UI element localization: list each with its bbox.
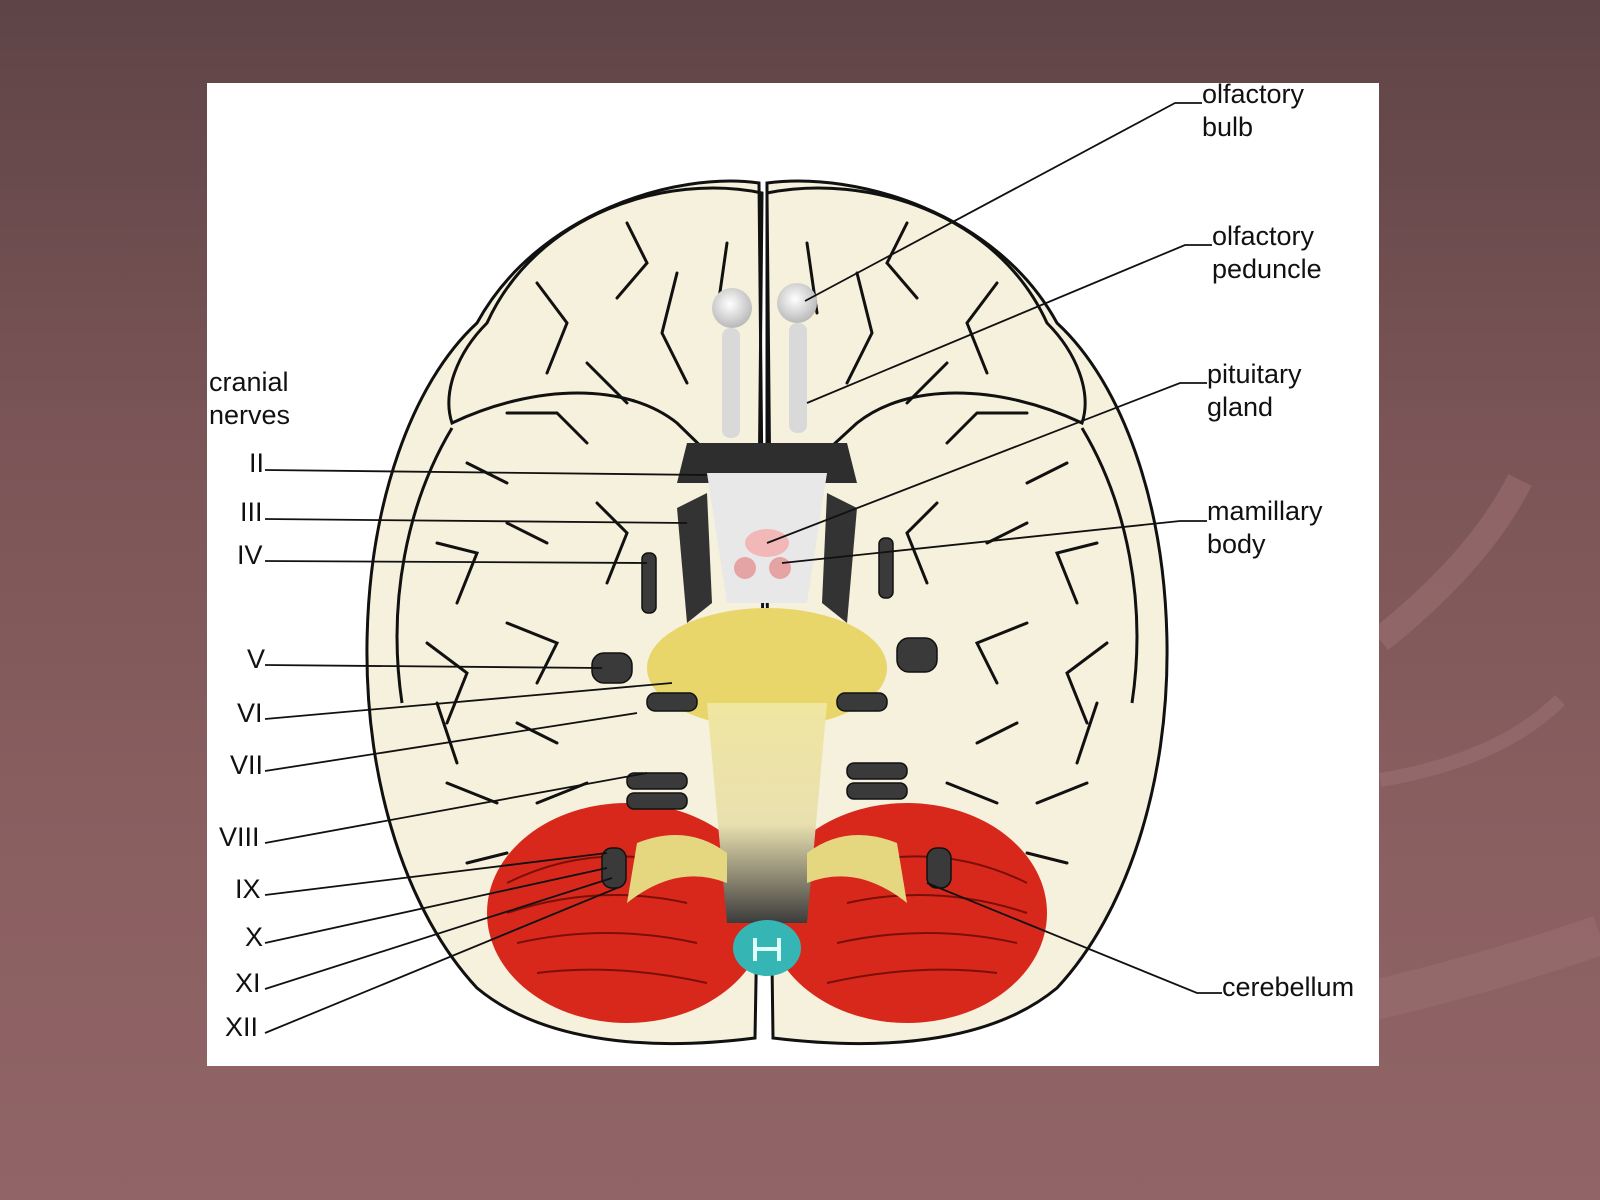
nerve-label-XII: XII <box>225 1012 259 1042</box>
brainstem <box>627 608 907 923</box>
leader-XII <box>264 887 618 1034</box>
leader-VIII <box>264 772 648 844</box>
leader-XI <box>264 877 613 990</box>
leader-IV <box>264 560 648 564</box>
nerve-label-V: V <box>247 644 266 674</box>
nerve-label-IX: IX <box>235 874 261 904</box>
leader-cerebellum <box>926 882 1222 994</box>
figure-panel: cranial nerves olfactory bulb olfactory … <box>207 83 1379 1066</box>
leader-III <box>264 518 688 524</box>
label-mamillary-body: mamillary body <box>1207 496 1323 559</box>
leader-X <box>264 867 608 944</box>
nerve-label-III: III <box>240 497 263 527</box>
diencephalon <box>677 443 857 623</box>
leader-olfactory-bulb <box>804 102 1202 302</box>
leader-lines <box>264 102 1222 1034</box>
leader-mamillary-body <box>781 520 1207 564</box>
label-olfactory-bulb: olfactory bulb <box>1202 83 1305 142</box>
leader-VII <box>264 712 638 772</box>
label-cranial-nerves: cranial nerves <box>209 367 291 430</box>
leader-V <box>264 664 603 669</box>
olfactory-bulbs <box>712 283 817 438</box>
nerve-label-X: X <box>245 922 264 952</box>
nerve-label-VIII: VIII <box>219 822 260 852</box>
left-frontal-lobe-outline <box>447 186 764 507</box>
leader-II <box>264 469 708 476</box>
nerve-label-XI: XI <box>235 968 261 998</box>
leader-olfactory-peduncle <box>806 244 1212 404</box>
brain-diagram <box>264 102 1222 1046</box>
nerve-label-VI: VI <box>237 698 263 728</box>
nerve-label-IV: IV <box>237 540 263 570</box>
label-pituitary-gland: pituitary gland <box>1207 359 1302 422</box>
label-cerebellum: cerebellum <box>1222 972 1355 1002</box>
spinal-cord-section <box>733 920 801 976</box>
right-frontal-lobe-outline <box>765 186 1087 507</box>
leader-VI <box>264 682 673 720</box>
nerve-label-II: II <box>249 448 265 478</box>
leader-IX <box>264 852 608 896</box>
leader-pituitary-gland <box>766 382 1207 544</box>
label-olfactory-peduncle: olfactory peduncle <box>1212 221 1322 284</box>
nerve-label-VII: VII <box>230 750 264 780</box>
